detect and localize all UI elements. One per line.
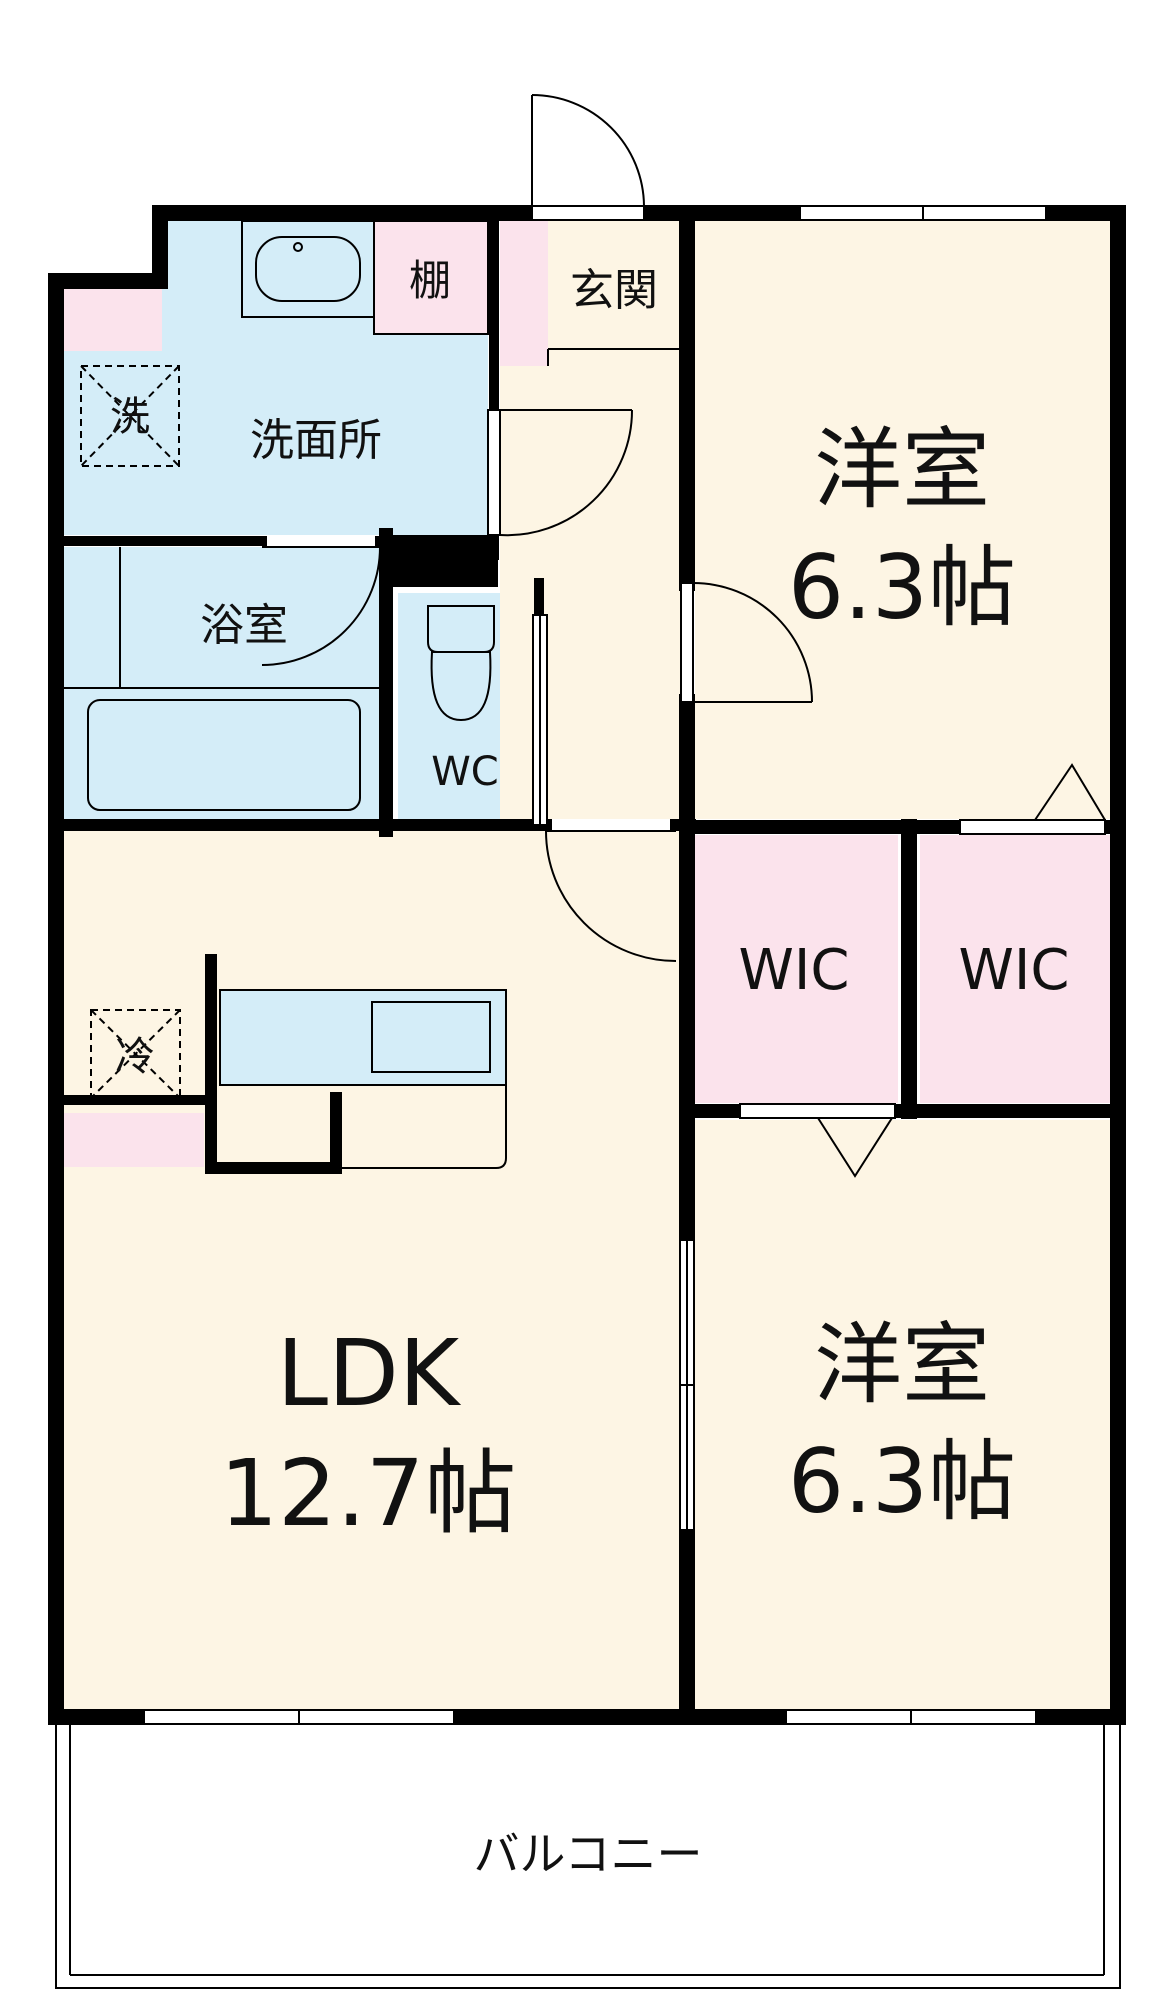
doors: [261, 94, 1106, 1531]
bath-area: [64, 547, 379, 819]
wic1-label: WIC: [739, 938, 850, 1003]
room-fills: [64, 221, 1110, 1709]
kitchen-counter: [219, 989, 507, 1086]
balcony-label: バルコニー: [473, 1827, 702, 1881]
wc-label: WC: [431, 749, 498, 795]
ldk-storage-area: [64, 1113, 204, 1167]
bath-label: 浴室: [200, 600, 288, 651]
fridge-label: 冷: [115, 1034, 155, 1080]
shelf-label: 棚: [409, 256, 451, 305]
bedroom2-size-label: 6.3帖: [788, 1430, 1016, 1533]
wic2-label: WIC: [959, 938, 1070, 1003]
bedroom1-name-label: 洋室: [814, 418, 990, 521]
balcony: [55, 1722, 1121, 1989]
ldk-area: [64, 831, 679, 1709]
bedroom2-name-label: 洋室: [814, 1313, 990, 1416]
bathtub: [87, 699, 361, 811]
washer-label: 洗: [110, 394, 150, 440]
washroom-label: 洗面所: [250, 415, 382, 466]
fixtures: [64, 220, 680, 1169]
fridge-space: [90, 1009, 181, 1099]
bedroom2-area: [695, 1120, 1110, 1709]
ldk-name-label: LDK: [277, 1320, 462, 1427]
windows: [143, 205, 1047, 1725]
kitchen-island: [220, 1084, 507, 1169]
bedroom1-size-label: 6.3帖: [788, 536, 1016, 639]
shelf-area: [374, 221, 488, 334]
walls: [48, 205, 1126, 1725]
bedroom1-area: [695, 221, 1110, 819]
washbasin: [241, 220, 375, 318]
wic1-area: [695, 835, 898, 1103]
wic2-area: [920, 835, 1110, 1103]
entrance-shoe-storage: [500, 221, 548, 366]
entrance-label: 玄関: [570, 265, 658, 316]
room-labels: 洗面所 洗 棚 玄関 浴室 WC 洋室 6.3帖 WIC WIC 冷 LDK 1…: [110, 256, 1070, 1881]
washer-pan: [80, 365, 180, 467]
ldk-size-label: 12.7帖: [220, 1440, 517, 1547]
toilet: [427, 605, 495, 722]
washroom-storage-area: [64, 289, 162, 351]
